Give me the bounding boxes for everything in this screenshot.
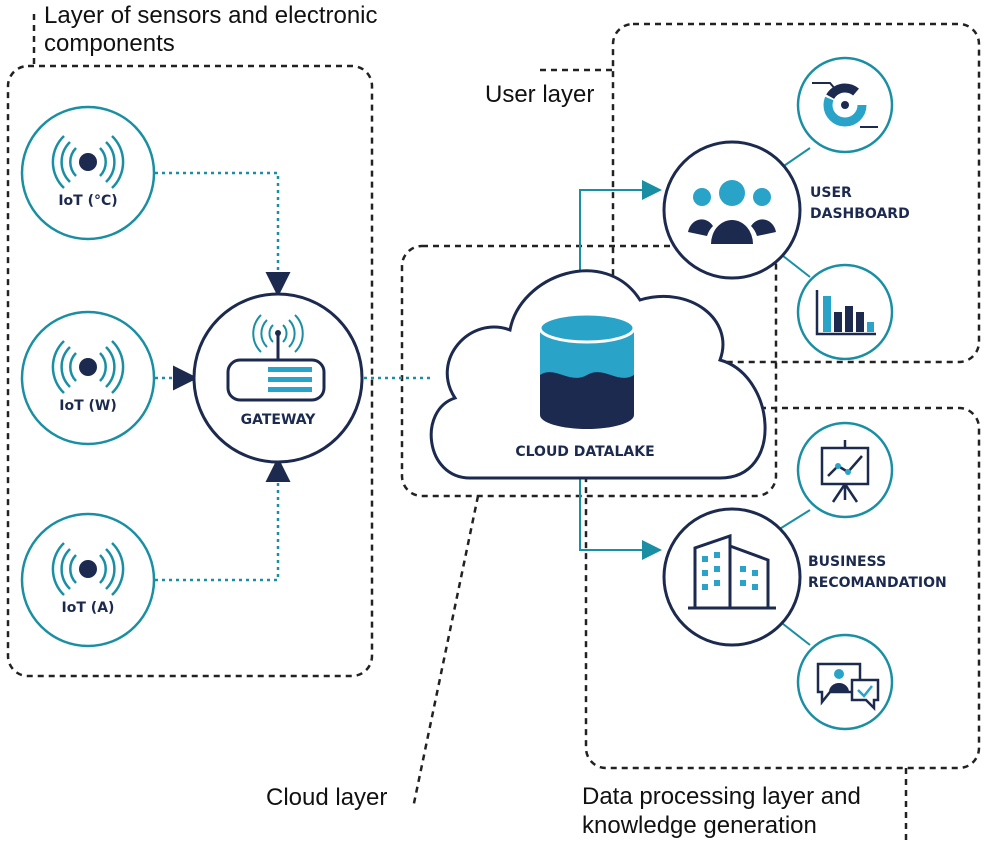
wireless-signal-icon: [51, 542, 125, 596]
business-node: [662, 507, 802, 647]
business-label-line2: RECOMANDATION: [808, 575, 947, 591]
iot-w-label: IoT (W): [59, 398, 117, 414]
video-chat-icon: [816, 662, 880, 712]
video-chat-node: [796, 633, 894, 731]
iot-a-node: [20, 512, 156, 648]
bar-chart-node: [796, 263, 894, 361]
presentation-node: [796, 421, 894, 519]
gateway-node: [192, 292, 364, 464]
sensors-layer-caption-line1: Layer of sensors and electronic: [44, 2, 378, 29]
cloud-layer-box: [400, 244, 778, 809]
cloud-layer-caption: Cloud layer: [266, 784, 388, 811]
processing-layer-caption-line2: knowledge generation: [582, 812, 817, 839]
iot-temp-node: [20, 105, 156, 241]
user-layer-box: [540, 22, 981, 364]
router-icon: [226, 314, 326, 402]
processing-layer-box: [584, 406, 981, 840]
iot-temp-label: IoT (°C): [58, 193, 118, 209]
sensors-layer-box: [6, 14, 374, 678]
gateway-label: GATEWAY: [240, 412, 316, 428]
user-dashboard-label-line1: USER: [810, 185, 852, 201]
donut-gauge-icon: [812, 82, 878, 128]
iot-a-label: IoT (A): [61, 600, 115, 616]
wireless-signal-icon: [51, 340, 125, 394]
office-buildings-icon: [688, 533, 776, 610]
cloud-datalake-label: CLOUD DATALAKE: [515, 444, 655, 460]
user-dashboard-label-line2: DASHBOARD: [810, 206, 910, 222]
business-label-line1: BUSINESS: [808, 554, 887, 570]
database-icon: [538, 312, 636, 429]
wireless-signal-icon: [51, 135, 125, 189]
bar-chart-icon: [815, 290, 876, 336]
iot-w-node: [20, 310, 156, 446]
sensor-connectors: [155, 171, 432, 582]
user-layer-caption: User layer: [485, 81, 595, 108]
presentation-board-icon: [820, 440, 870, 503]
gauge-node: [796, 56, 894, 154]
cloud-connectors: [579, 180, 662, 560]
user-dashboard-node: [662, 140, 802, 280]
sensors-layer-caption-line2: components: [44, 30, 175, 57]
cloud-datalake-node: [429, 269, 767, 480]
users-group-icon: [688, 180, 776, 244]
processing-layer-caption-line1: Data processing layer and: [582, 783, 861, 810]
